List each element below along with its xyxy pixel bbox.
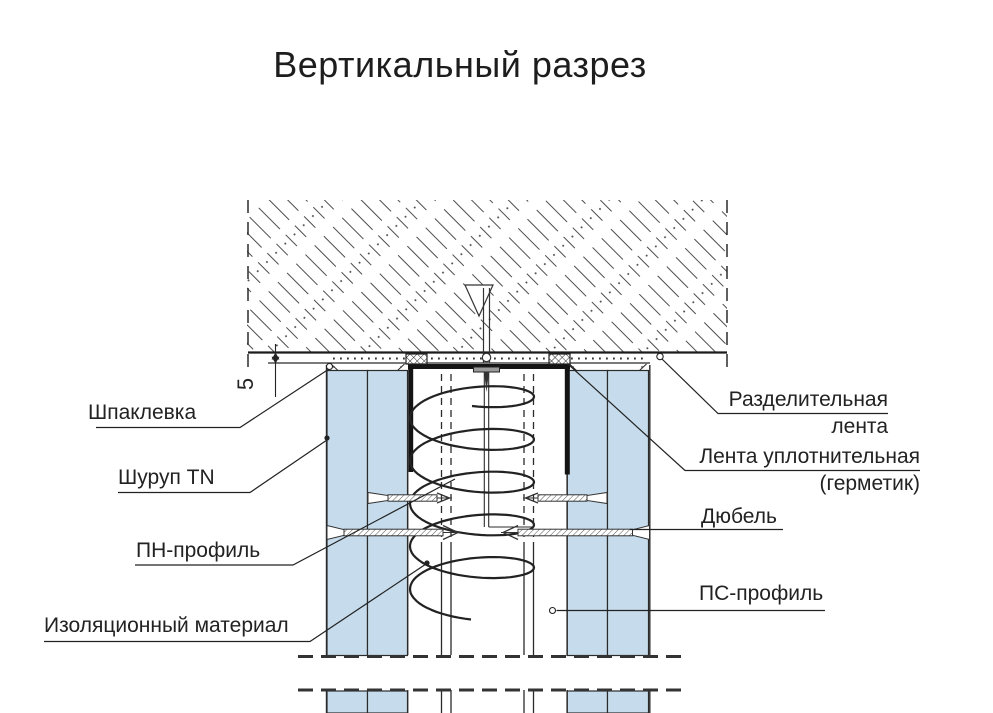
gap-dimension-value: 5 (233, 377, 258, 391)
drawing-title: Вертикальный разрез (273, 44, 647, 85)
gypsum-boards (325, 363, 651, 713)
label-ps-profile: ПС-профиль (699, 582, 824, 605)
anchor-tip (484, 372, 489, 392)
label-pn-profile: ПН-профиль (136, 539, 261, 562)
label-sealing-tape-line1: Лента уплотнительная (699, 445, 920, 468)
label-sealing-tape: Лента уплотнительная (герметик) (620, 443, 920, 497)
leader-lines (44, 352, 920, 643)
label-separation-tape-line1: Разделительная (728, 388, 888, 411)
label-insulation: Изоляционный материал (44, 614, 289, 637)
ceiling-slab (247, 200, 728, 369)
anchor-washer (473, 366, 500, 373)
label-putty: Шпаклевка (88, 401, 197, 424)
label-separation-tape: Разделительная лента (640, 386, 888, 440)
label-tn-screw: Шуруп TN (118, 466, 215, 489)
dowel-right (501, 524, 650, 541)
ceiling-anchor (464, 284, 500, 392)
tn-screw-right (523, 491, 608, 505)
label-sealing-tape-line2: (герметик) (819, 472, 921, 495)
label-separation-tape-line2: лента (831, 415, 888, 438)
break-lines (290, 655, 690, 692)
dowel-left (326, 524, 460, 541)
label-dowel: Дюбель (701, 505, 777, 528)
gap-dimension (271, 344, 280, 397)
ceiling-joint-band (268, 357, 650, 364)
tn-screw-left (367, 491, 452, 505)
sealing-tape-pads (405, 353, 571, 365)
insulation-coil (408, 385, 536, 621)
